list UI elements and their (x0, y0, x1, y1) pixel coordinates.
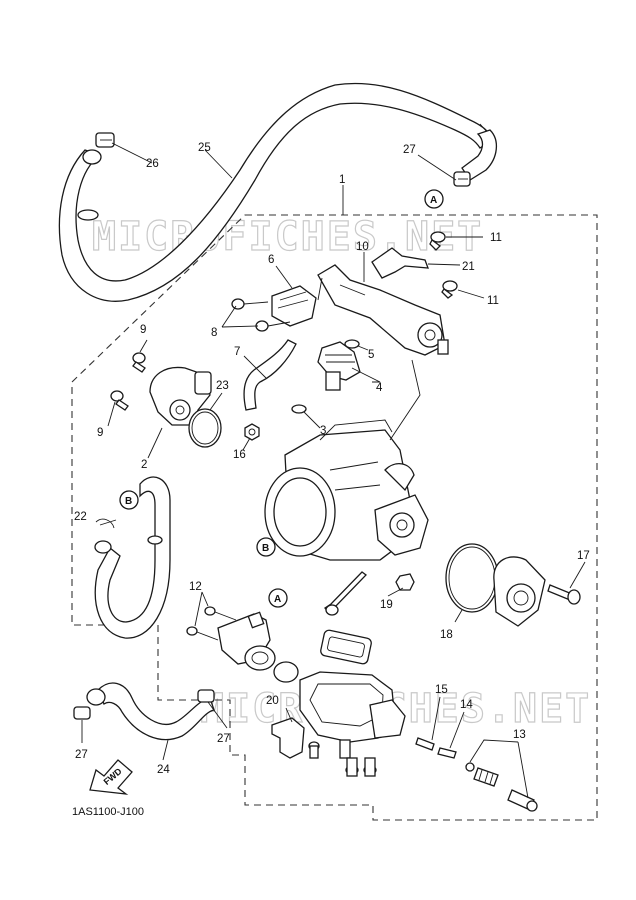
screw-set-13 (465, 762, 538, 812)
gasket-plate (320, 629, 372, 665)
ref-marker-a-top: A (424, 189, 444, 209)
oring-lower (273, 661, 299, 683)
injector-4 (317, 341, 361, 391)
screw-8-a (231, 298, 269, 310)
bolt-lower-c (363, 757, 377, 777)
callout-17: 17 (577, 550, 590, 562)
bracket-20 (271, 717, 305, 759)
fwd-arrow (89, 759, 133, 795)
hose-clamp-27-left (73, 706, 91, 720)
callout-6: 6 (268, 254, 274, 266)
svg-text:B: B (262, 543, 269, 554)
screw-11-upper (429, 231, 446, 251)
cap-19 (395, 573, 415, 591)
clip-22 (95, 518, 115, 529)
callout-1: 1 (339, 174, 345, 186)
bolt-lower-b (345, 757, 359, 777)
fuel-rail-10 (317, 264, 449, 356)
oring-3 (291, 404, 307, 414)
callout-4: 4 (376, 382, 383, 394)
callout-24: 24 (157, 764, 170, 776)
callout-7: 7 (234, 346, 240, 358)
callout-25: 25 (198, 142, 211, 154)
oring-5 (344, 339, 360, 349)
callout-5: 5 (368, 349, 374, 361)
callout-8: 8 (211, 327, 217, 339)
callout-10: 10 (356, 241, 369, 253)
gasket-18 (445, 543, 499, 613)
ref-marker-b-upper: B (119, 490, 139, 510)
nut-16 (244, 423, 260, 441)
callout-16: 16 (233, 449, 246, 461)
callout-21: 21 (462, 261, 475, 273)
assembly-boundary (71, 214, 598, 821)
callout-3: 3 (320, 425, 326, 437)
callout-18: 18 (440, 629, 453, 641)
hose-clamp-26 (82, 132, 115, 165)
hose-7 (243, 339, 297, 411)
callout-22: 22 (74, 511, 87, 523)
hose-clamp-27-right (197, 689, 215, 703)
screw-12-a (204, 606, 237, 621)
svg-text:B: B (125, 496, 132, 507)
screw-12-b (186, 626, 219, 641)
callout-23: 23 (216, 380, 229, 392)
tps-sensor-2 (149, 366, 212, 426)
screw-9-lower (110, 390, 129, 411)
throttle-body-assembly (264, 419, 429, 561)
leader-lines (81, 142, 586, 799)
breather-hose-25 (58, 82, 497, 302)
callout-11-upper: 11 (490, 232, 502, 244)
ref-marker-b-lower: B (256, 537, 276, 557)
callout-27-right: 27 (217, 733, 230, 745)
diagram-code: 1AS1100-J100 (72, 806, 144, 818)
callout-13: 13 (513, 729, 526, 741)
hose-clamp-27-top (453, 171, 471, 187)
lower-body-assembly (299, 671, 406, 759)
callout-19: 19 (380, 599, 393, 611)
watermark-top: MICROFICHES.NET (92, 214, 483, 260)
oring-23 (188, 408, 222, 448)
callout-12: 12 (189, 581, 202, 593)
callout-15: 15 (435, 684, 448, 696)
screw-15 (415, 737, 435, 751)
sensor-6 (271, 285, 317, 327)
screw-9-upper (132, 352, 146, 373)
screw-11-lower (441, 280, 458, 299)
callout-9-lower: 9 (97, 427, 103, 439)
callout-9-upper: 9 (140, 324, 146, 336)
callout-26: 26 (146, 158, 159, 170)
callout-2: 2 (141, 459, 147, 471)
bracket-21 (371, 247, 429, 279)
callout-14: 14 (460, 699, 473, 711)
cover-17 (493, 556, 546, 627)
pilot-14 (437, 747, 457, 759)
callout-27-left: 27 (75, 749, 88, 761)
screw-17 (547, 584, 581, 605)
callout-20: 20 (266, 695, 279, 707)
hose-24 (86, 682, 215, 741)
ref-marker-a-mid: A (268, 588, 288, 608)
callout-27-top: 27 (403, 144, 416, 156)
svg-text:A: A (430, 195, 437, 206)
bolt-lower-a (308, 741, 320, 759)
hose-22 (94, 476, 171, 639)
svg-text:A: A (274, 594, 281, 605)
callout-11-lower: 11 (487, 295, 499, 307)
fitting-12 (217, 611, 276, 671)
screw-8-b (255, 320, 291, 332)
